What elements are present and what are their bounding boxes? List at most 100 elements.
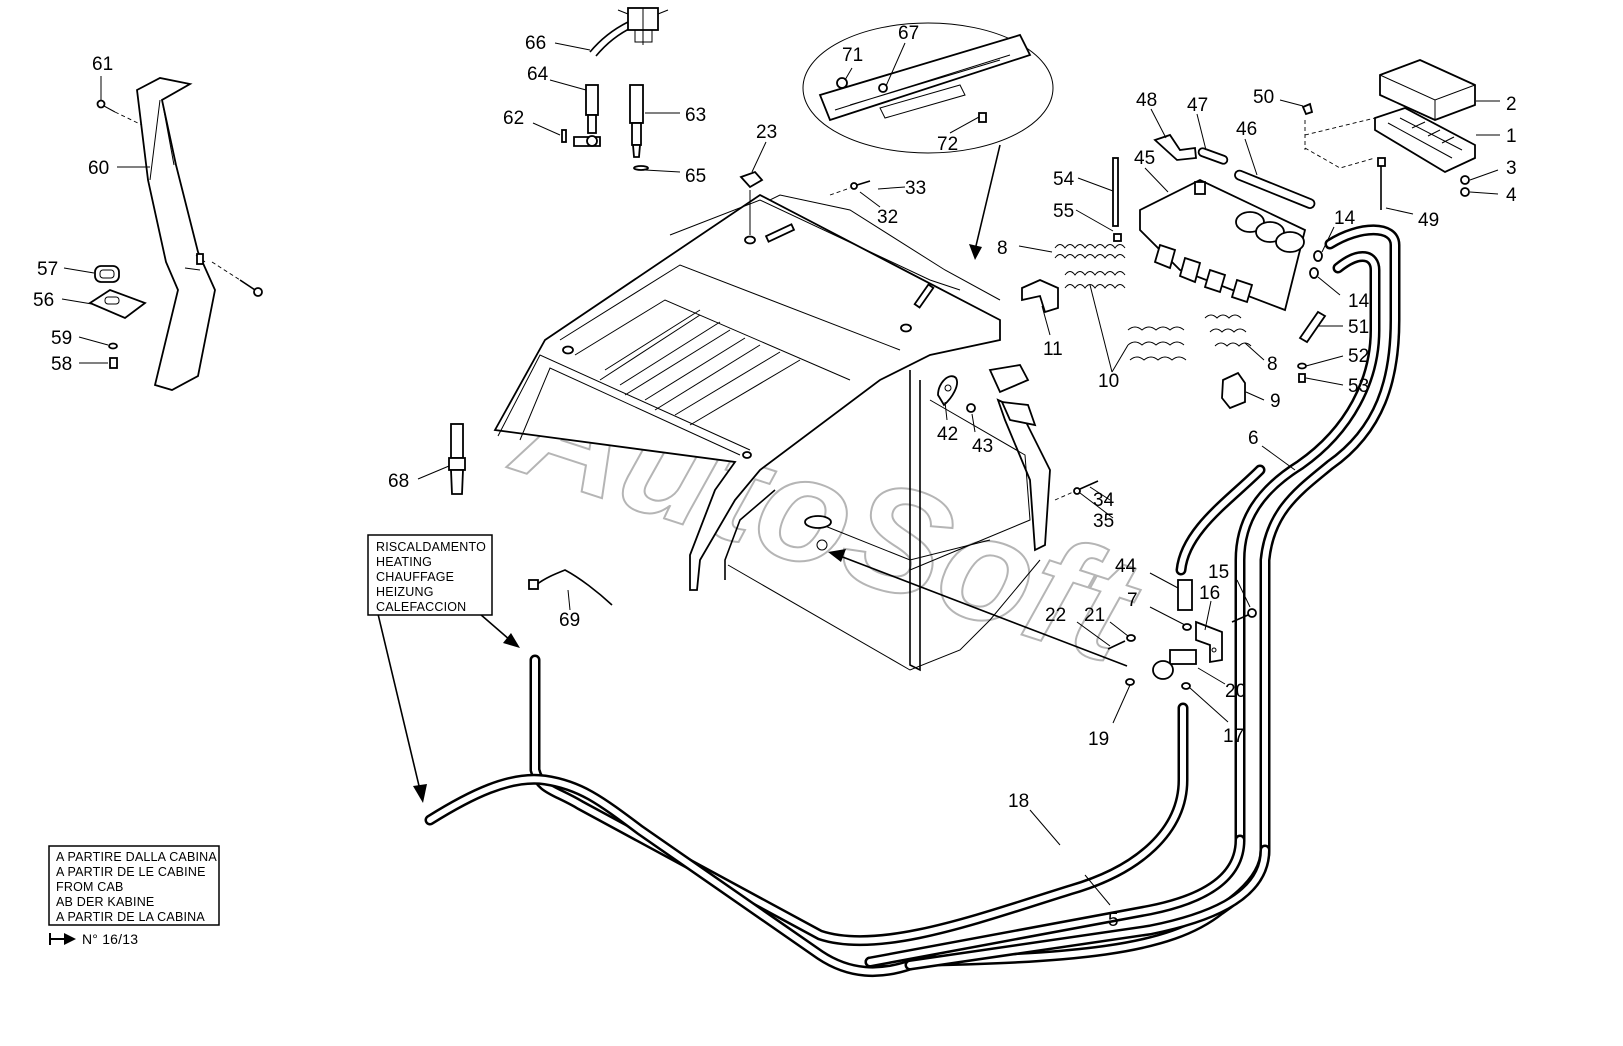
screw-34 <box>1054 480 1099 501</box>
cab-frame <box>493 193 1051 672</box>
arrow-right-icon <box>64 933 76 945</box>
hose-44 <box>1177 579 1193 611</box>
part-label-19: 19 <box>1088 729 1109 750</box>
part-label-43: 43 <box>972 436 993 457</box>
hose-coil-8-top <box>1054 244 1126 259</box>
vent-cap-23 <box>739 170 764 235</box>
part-label-9: 9 <box>1270 391 1281 412</box>
part-label-64: 64 <box>527 64 549 85</box>
vent-11 <box>1021 279 1059 314</box>
from-cab-line-3: FROM CAB <box>56 880 124 894</box>
from-cab-line-4: AB DER KABINE <box>56 895 154 909</box>
part-label-14a: 14 <box>1334 208 1356 229</box>
sensor-63 <box>629 84 644 158</box>
washer-59 <box>108 342 118 350</box>
hose-coil-8-bottom <box>1204 314 1252 347</box>
part-label-35: 35 <box>1093 511 1114 532</box>
from-cab-line-1: A PARTIRE DALLA CABINA <box>56 850 217 864</box>
screw-33 <box>829 180 871 196</box>
vent-9 <box>1221 371 1246 410</box>
cable-69 <box>528 569 613 606</box>
part-label-46: 46 <box>1236 119 1257 140</box>
part-label-34: 34 <box>1093 490 1115 511</box>
part-label-61: 61 <box>92 54 113 75</box>
part-label-32: 32 <box>877 207 898 228</box>
heating-label-box: RISCALDAMENTO HEATING CHAUFFAGE HEIZUNG … <box>367 534 493 616</box>
oring-62 <box>561 129 567 143</box>
part-label-18: 18 <box>1008 791 1029 812</box>
pipe-47 <box>1197 147 1229 165</box>
part-label-72: 72 <box>937 134 958 155</box>
part-label-4: 4 <box>1506 185 1517 206</box>
grommet-57 <box>94 265 120 283</box>
part-label-62: 62 <box>503 108 524 129</box>
part-label-49: 49 <box>1418 210 1439 231</box>
detail-view <box>802 22 1054 260</box>
bracket-49 <box>1377 157 1386 210</box>
part-label-2: 2 <box>1506 94 1517 115</box>
screw-43 <box>966 403 976 413</box>
part-label-57: 57 <box>37 259 58 280</box>
screw-15 <box>1231 608 1257 623</box>
part-label-51: 51 <box>1348 317 1369 338</box>
hose-5-18 <box>424 654 1271 978</box>
clamp-14 <box>1309 250 1323 279</box>
sensor-64 <box>573 84 601 147</box>
part-label-1: 1 <box>1506 126 1517 147</box>
part-label-67: 67 <box>898 23 919 44</box>
from-cab-line-5: A PARTIR DE LA CABINA <box>56 910 205 924</box>
part-label-69: 69 <box>559 610 580 631</box>
part-label-33: 33 <box>905 178 926 199</box>
arrows <box>377 549 1128 803</box>
reference-number: N° 16/13 <box>82 931 138 947</box>
heating-line-5: CALEFACCION <box>376 600 466 614</box>
screw-right-60 <box>211 261 263 297</box>
frame-1 <box>1374 107 1476 174</box>
oring-65 <box>633 165 649 171</box>
part-label-10: 10 <box>1098 371 1119 392</box>
screws-3-4 <box>1460 175 1470 197</box>
part-labels: 6160575659586664636265686971677223333248… <box>33 23 1517 931</box>
part-label-7: 7 <box>1127 590 1138 611</box>
part-label-17: 17 <box>1223 726 1244 747</box>
part-label-63: 63 <box>685 105 706 126</box>
part-label-55: 55 <box>1053 201 1074 222</box>
part-label-44: 44 <box>1115 556 1137 577</box>
pipe-48 <box>1153 133 1197 161</box>
part-label-71: 71 <box>842 45 863 66</box>
hose-coil-10 <box>1064 271 1187 361</box>
part-label-5: 5 <box>1108 910 1119 931</box>
tube-46 <box>1234 169 1316 209</box>
part-label-11: 11 <box>1043 339 1063 360</box>
filter-2 <box>1379 59 1476 121</box>
part-label-42: 42 <box>937 424 958 445</box>
plate-56 <box>88 288 147 320</box>
part-label-22: 22 <box>1045 605 1066 626</box>
part-label-60: 60 <box>88 158 109 179</box>
sensor-68 <box>448 423 466 495</box>
clip-55 <box>1113 233 1122 242</box>
reference-note: N° 16/13 <box>49 931 138 947</box>
part-label-20: 20 <box>1225 681 1246 702</box>
screws-52-53 <box>1297 362 1307 383</box>
part-label-65: 65 <box>685 166 706 187</box>
from-cab-line-2: A PARTIR DE LE CABINE <box>56 865 206 879</box>
part-label-45: 45 <box>1134 148 1155 169</box>
heating-line-3: CHAUFFAGE <box>376 570 454 584</box>
part-label-16: 16 <box>1199 583 1220 604</box>
part-label-21: 21 <box>1084 605 1105 626</box>
part-label-8a: 8 <box>997 238 1008 259</box>
part-label-8b: 8 <box>1267 354 1278 375</box>
handle-42 <box>937 375 958 407</box>
screws-21-22 <box>1107 634 1136 650</box>
screw-58 <box>109 357 118 369</box>
part-label-59: 59 <box>51 328 72 349</box>
heating-line-2: HEATING <box>376 555 432 569</box>
washer-19 <box>1125 678 1135 686</box>
part-label-50: 50 <box>1253 87 1274 108</box>
part-label-6: 6 <box>1248 428 1259 449</box>
screw-50 <box>1301 102 1314 116</box>
part-label-52: 52 <box>1348 346 1369 367</box>
